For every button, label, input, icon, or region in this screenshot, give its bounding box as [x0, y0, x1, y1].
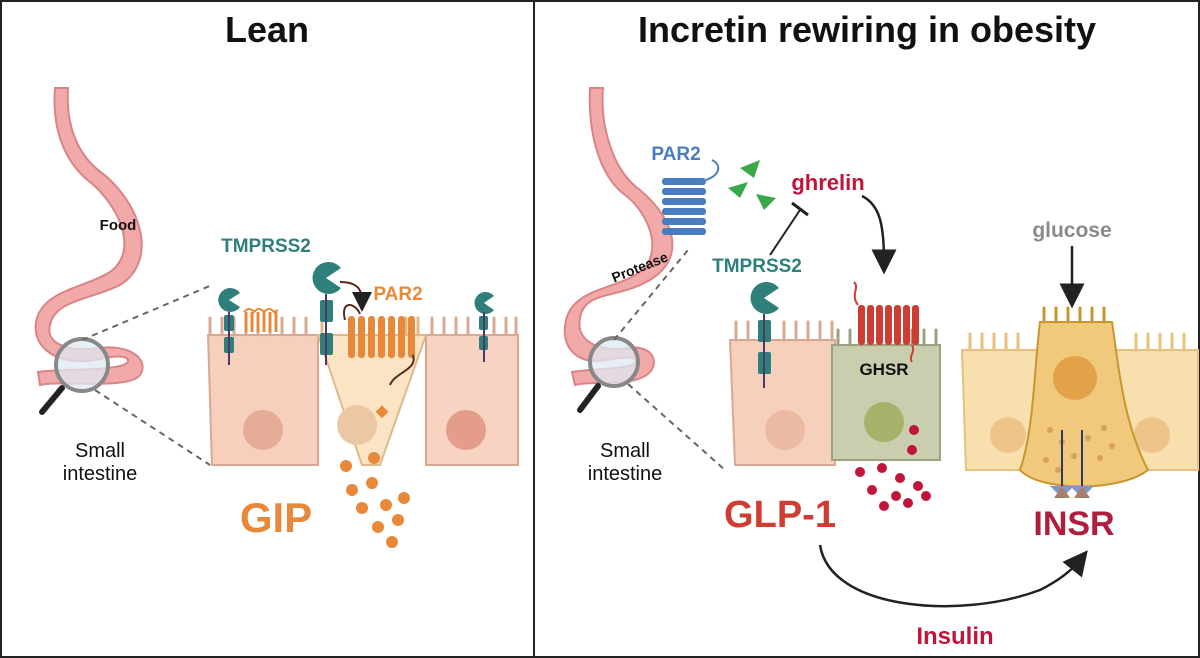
par2-label-left: PAR2 [373, 284, 422, 305]
small-intestine-label-line1-right: Small [600, 440, 650, 462]
right-panel-title: Incretin rewiring in obesity [638, 9, 1096, 50]
ghsr-label: GHSR [859, 360, 908, 379]
enteroendocrine-k-cell [316, 316, 428, 466]
magnifier-icon [577, 336, 640, 413]
zoom-line-bottom-left [94, 389, 211, 466]
receptor-7tm-icon [243, 308, 279, 332]
left-panel-frame [0, 0, 535, 658]
glucose-label: glucose [1032, 219, 1111, 242]
glp1-label: GLP-1 [724, 494, 836, 536]
right-panel-frame [533, 0, 1200, 658]
tmprss2-pacman-icon [474, 292, 494, 362]
small-intestine-label-line2: intestine [63, 463, 138, 485]
insulin-arrow [818, 544, 1088, 608]
zoom-line-top-right [613, 249, 689, 341]
par2-label-right: PAR2 [651, 144, 700, 165]
tmprss2-label-right: TMPRSS2 [712, 256, 802, 277]
receptor-7tm-icon [662, 159, 720, 235]
tmprss2-pacman-icon [312, 262, 341, 365]
tmprss2-label-left: TMPRSS2 [221, 236, 311, 257]
receptor-7tm-icon [853, 281, 919, 363]
zoom-line-top-left [81, 284, 213, 341]
right-stomach-intestine [563, 87, 674, 387]
left-panel-title: Lean [225, 9, 309, 50]
insr-receptor-icon [1050, 486, 1094, 498]
receptor-7tm-icon [343, 304, 415, 386]
tmprss2-pacman-icon [218, 288, 240, 365]
inhibition-bar-icon [769, 201, 809, 256]
small-intestine-label-line1: Small [75, 440, 125, 462]
l-cell [831, 328, 941, 461]
insulin-label: Insulin [916, 623, 993, 650]
beta-cell [1018, 306, 1150, 490]
ghrelin-label: ghrelin [791, 170, 864, 195]
enterocyte-cell-right [425, 316, 519, 466]
food-label: Food [100, 217, 137, 234]
small-intestine-label-line2-right: intestine [588, 463, 663, 485]
arrow-icon [339, 281, 372, 312]
glp1-granules [855, 463, 931, 511]
left-stomach-intestine [34, 87, 144, 387]
ghrelin-triangles [728, 160, 776, 210]
gip-granules [340, 405, 410, 548]
enterocyte-cell-right-panel [728, 320, 836, 466]
insr-label: INSR [1033, 505, 1114, 543]
gip-label: GIP [240, 494, 312, 541]
ghrelin-arrow [861, 194, 897, 275]
tmprss2-pacman-icon [750, 282, 779, 388]
